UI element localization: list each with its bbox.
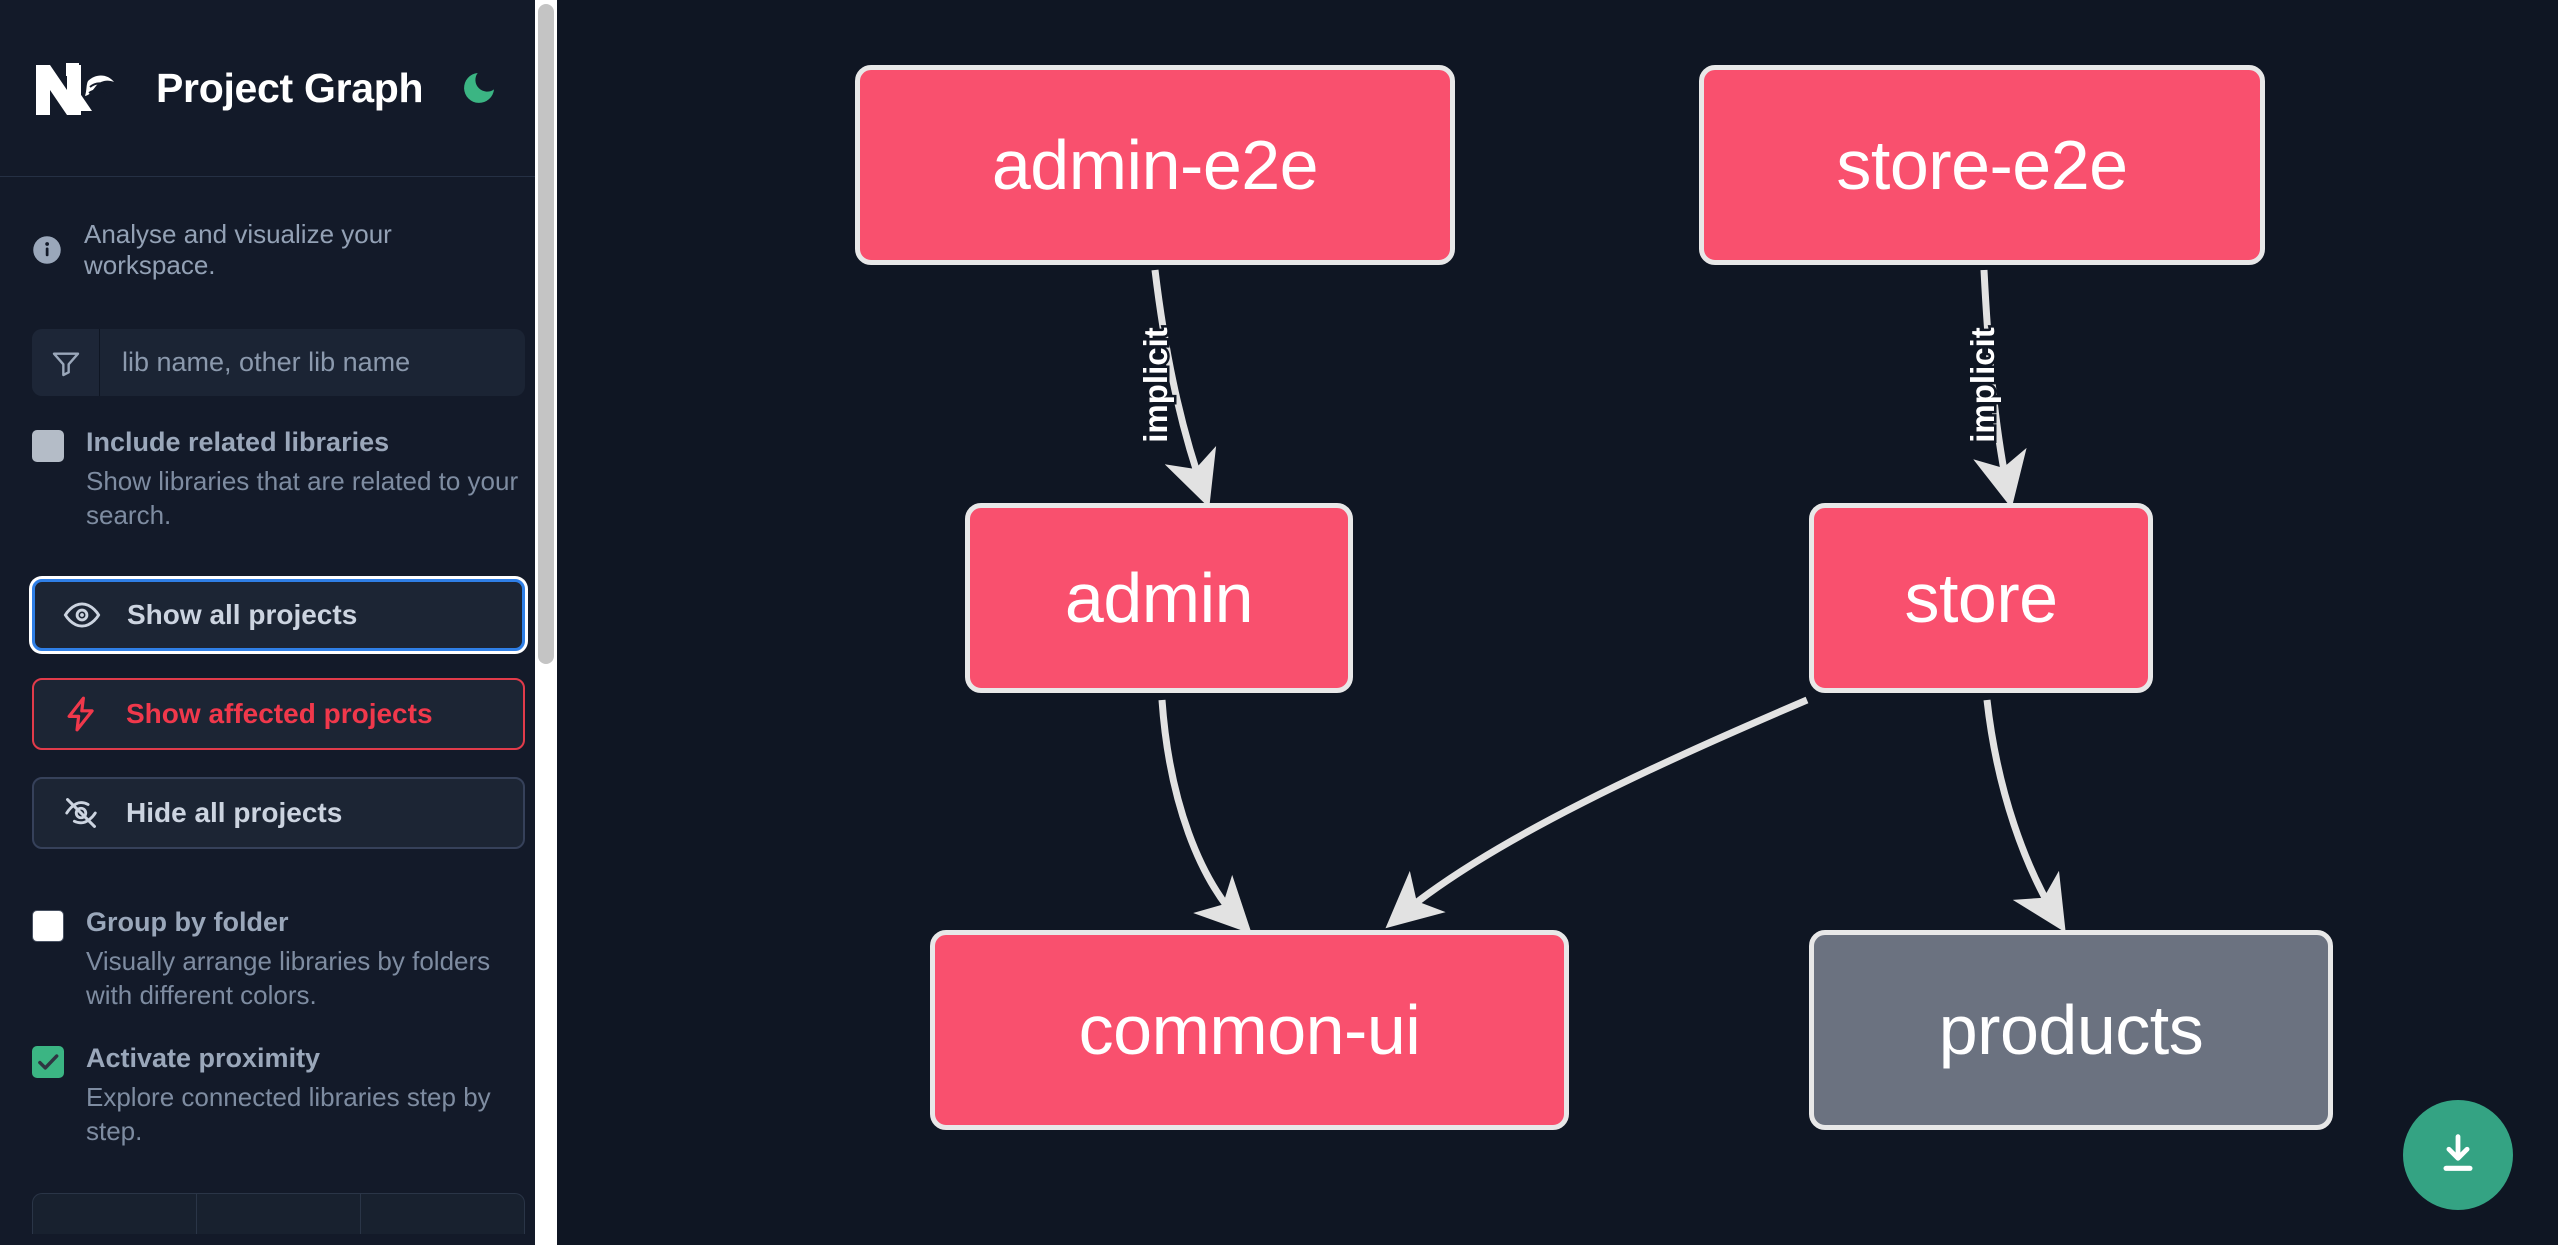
svg-text:implicit: implicit: [1964, 327, 2001, 443]
graph-node-label: admin-e2e: [991, 126, 1319, 204]
graph-canvas[interactable]: implicit implicit admin-e2e store-e2e ad…: [557, 0, 2558, 1245]
checkbox-include-related-libraries[interactable]: [32, 430, 64, 463]
option-label: Group by folder: [86, 906, 289, 937]
hide-all-projects-label: Hide all projects: [126, 796, 343, 828]
option-description: Explore connected libraries step by step…: [86, 1081, 491, 1147]
download-icon: [2432, 1128, 2484, 1183]
info-icon: [32, 235, 62, 265]
show-affected-projects-button[interactable]: Show affected projects: [32, 677, 525, 750]
option-label: Activate proximity: [86, 1043, 321, 1074]
checkbox-group-by-folder[interactable]: [32, 909, 64, 942]
graph-node-label: store-e2e: [1836, 126, 2128, 204]
option-description: Show libraries that are related to your …: [86, 466, 519, 531]
graph-node-label: store: [1904, 559, 2058, 637]
proximity-step-controls[interactable]: [32, 1192, 525, 1234]
sidebar-note-text: Analyse and visualize your workspace.: [84, 219, 392, 281]
option-activate-proximity[interactable]: Activate proximity Explore connected lib…: [0, 1012, 557, 1148]
edge-admin-to-common-ui: [1158, 699, 1252, 935]
step-control-cell[interactable]: [33, 1193, 197, 1234]
graph-node-label: admin: [1064, 559, 1254, 637]
moon-icon[interactable]: [456, 65, 502, 111]
sidebar-note: Analyse and visualize your workspace.: [0, 177, 557, 281]
edge-label-implicit-admin: implicit: [1135, 325, 1177, 446]
hide-all-projects-button[interactable]: Hide all projects: [32, 776, 525, 849]
option-label: Include related libraries: [86, 427, 390, 458]
page-title: Project Graph: [156, 64, 424, 111]
search-input[interactable]: [100, 329, 525, 397]
graph-node-label: common-ui: [1078, 991, 1421, 1069]
graph-edges: implicit implicit: [1135, 269, 2066, 935]
option-description: Visually arrange libraries by folders wi…: [86, 945, 491, 1010]
svg-text:implicit: implicit: [1137, 327, 1174, 443]
option-include-related-libraries[interactable]: Include related libraries Show libraries…: [0, 396, 557, 532]
edge-label-implicit-store: implicit: [1962, 325, 2004, 446]
graph-node-store[interactable]: store: [1809, 503, 2153, 693]
eye-icon: [61, 594, 103, 636]
graph-node-admin-e2e[interactable]: admin-e2e: [855, 65, 1455, 265]
show-all-projects-button[interactable]: Show all projects: [32, 578, 525, 651]
graph-node-common-ui[interactable]: common-ui: [930, 930, 1569, 1130]
edge-store-e2e-to-store: [1973, 269, 2027, 509]
checkbox-activate-proximity[interactable]: [32, 1046, 64, 1079]
edge-admin-e2e-to-admin: [1151, 269, 1217, 508]
sidebar-scrollbar[interactable]: [535, 0, 557, 1245]
step-control-cell[interactable]: [197, 1193, 361, 1234]
download-image-button[interactable]: [2403, 1100, 2513, 1210]
graph-node-admin[interactable]: admin: [965, 503, 1353, 693]
lightning-icon: [60, 693, 102, 735]
eye-off-icon: [60, 792, 102, 834]
nx-logo-icon: [32, 59, 126, 117]
option-group-by-folder[interactable]: Group by folder Visually arrange librari…: [0, 876, 557, 1012]
edge-store-to-products: [1983, 699, 2066, 933]
graph-node-store-e2e[interactable]: store-e2e: [1699, 65, 2265, 265]
project-visibility-buttons: Show all projects Show affected projects: [32, 578, 525, 849]
sidebar-header: Project Graph: [0, 0, 557, 177]
show-all-projects-label: Show all projects: [127, 598, 358, 630]
sidebar-scrollbar-thumb[interactable]: [538, 4, 554, 664]
search-row: [32, 329, 525, 397]
sidebar: Project Graph Analyse and visualize yo: [0, 0, 557, 1245]
filter-icon: [32, 329, 100, 397]
step-control-cell[interactable]: [361, 1194, 524, 1234]
edge-store-to-common-ui: [1385, 696, 1809, 929]
graph-node-products[interactable]: products: [1809, 930, 2333, 1130]
graph-node-label: products: [1938, 991, 2204, 1069]
show-affected-projects-label: Show affected projects: [126, 697, 433, 729]
